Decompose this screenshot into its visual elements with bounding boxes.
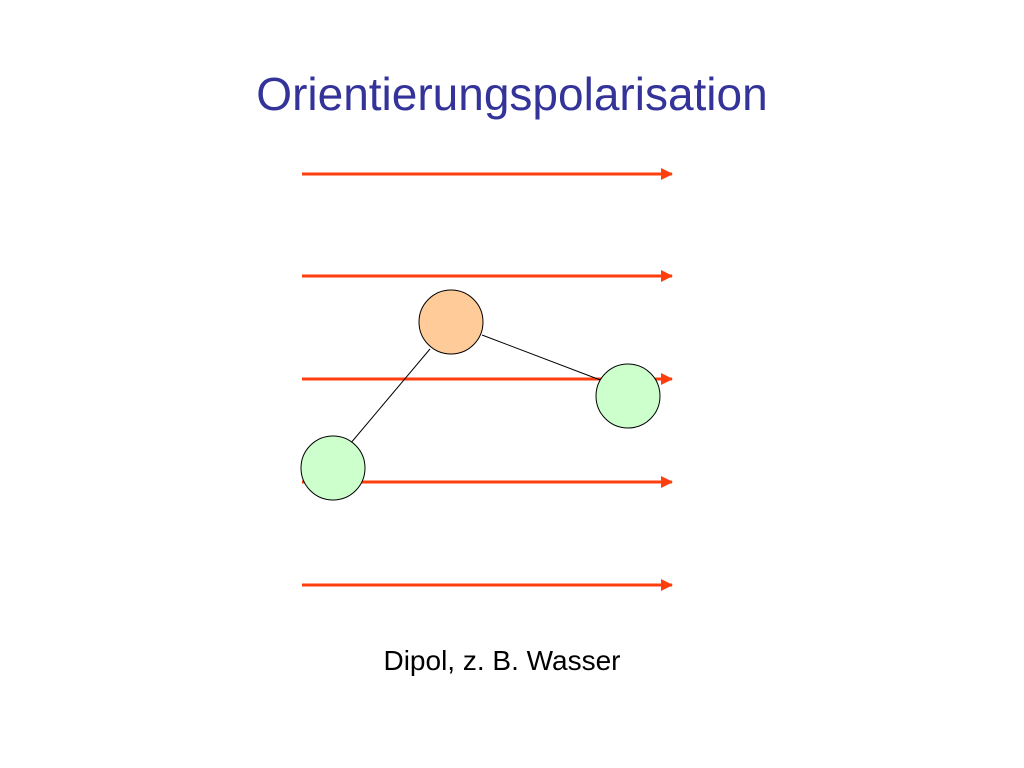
bond-left — [349, 348, 431, 445]
left-atom — [300, 435, 366, 501]
right-atom — [595, 363, 661, 429]
slide-title: Orientierungspolarisation — [256, 68, 768, 120]
center-atom — [418, 289, 484, 355]
dipole-molecule — [300, 289, 661, 501]
bond-right — [481, 334, 604, 382]
diagram-caption: Dipol, z. B. Wasser — [383, 645, 621, 676]
